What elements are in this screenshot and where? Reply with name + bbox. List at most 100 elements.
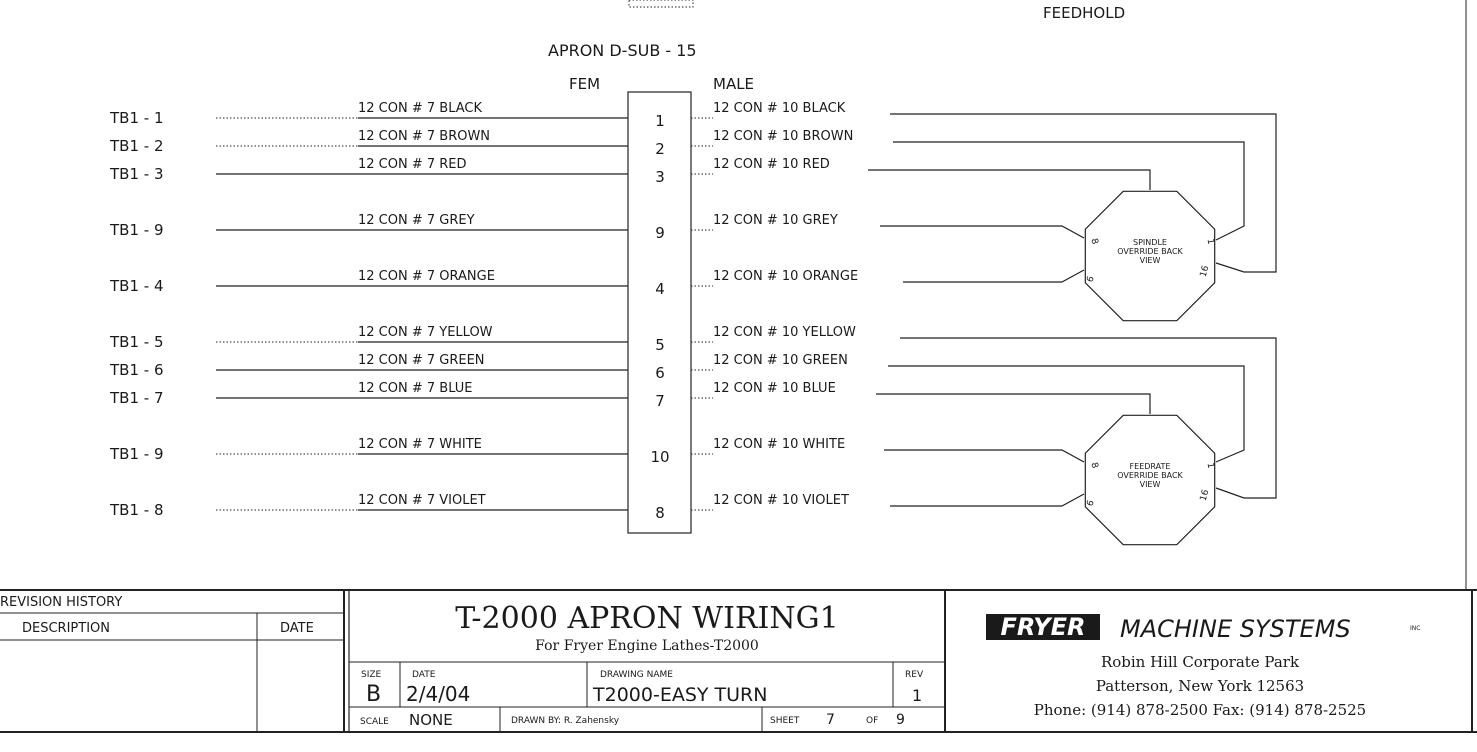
wire-left-label: 12 CON # 7 BLACK — [358, 101, 482, 116]
switch-pin: 1 — [1205, 238, 1216, 245]
wire-right-label: 12 CON # 10 GREY — [713, 213, 838, 228]
date-value: 2/4/04 — [406, 682, 470, 706]
wire-right-label: 12 CON # 10 BLUE — [713, 381, 836, 396]
wire-right-label: 12 CON # 10 BROWN — [713, 129, 853, 144]
company-address2: Patterson, New York 12563 — [1096, 677, 1304, 695]
switch-pin: 16 — [1199, 264, 1212, 278]
top-box — [628, 0, 694, 8]
switch-pin: 16 — [1199, 488, 1212, 502]
fryer-logo: FRYER — [986, 613, 1100, 641]
wire-right-label: 12 CON # 10 RED — [713, 157, 830, 172]
revision-history-title: REVISION HISTORY — [0, 595, 122, 610]
terminal-label: TB1 - 6 — [109, 361, 164, 379]
pin-number: 5 — [655, 336, 665, 354]
wire-left-label: 12 CON # 7 ORANGE — [358, 269, 495, 284]
feedhold-label: FEEDHOLD — [1043, 4, 1125, 22]
company-phone: Phone: (914) 878-2500 Fax: (914) 878-252… — [1034, 701, 1366, 719]
switch-pin: 8 — [1088, 461, 1099, 469]
sheet-value: 7 — [826, 712, 835, 728]
wire-row: TB1 - 1 12 CON # 7 BLACK 1 12 CON # 10 BLAC… — [109, 101, 846, 130]
fem-label: FEM — [569, 75, 600, 93]
wire-right-label: 12 CON # 10 WHITE — [713, 437, 845, 452]
switch-pin: 6 — [1085, 499, 1096, 508]
date-label: DATE — [412, 670, 436, 680]
switch-label: VIEW — [1140, 480, 1161, 489]
wire-left-label: 12 CON # 7 RED — [358, 157, 467, 172]
pin-number: 4 — [655, 280, 665, 298]
terminal-label: TB1 - 7 — [109, 389, 164, 407]
drawing-name-value: T2000-EASY TURN — [592, 684, 767, 706]
wire-left-label: 12 CON # 7 VIOLET — [358, 493, 486, 508]
wire-rows: TB1 - 1 12 CON # 7 BLACK 1 12 CON # 10 BLAC… — [109, 101, 858, 522]
switch-body — [1084, 190, 1216, 322]
pin-number: 2 — [655, 140, 665, 158]
company-name: MACHINE SYSTEMS — [1120, 615, 1351, 643]
terminal-label: TB1 - 1 — [109, 109, 164, 127]
date-header: DATE — [280, 621, 314, 636]
wire-row: TB1 - 9 12 CON # 7 GREY 9 12 CON # 10 GREY — [109, 213, 838, 242]
switch-label: OVERRIDE BACK — [1117, 471, 1183, 480]
wire-row: TB1 - 3 12 CON # 7 RED 3 12 CON # 10 RED — [109, 157, 830, 186]
wire-right-label: 12 CON # 10 YELLOW — [713, 325, 856, 340]
sheet-total: 9 — [896, 712, 905, 728]
terminal-label: TB1 - 3 — [109, 165, 164, 183]
company-address1: Robin Hill Corporate Park — [1101, 653, 1300, 671]
company-suffix: INC — [1410, 625, 1420, 632]
terminal-label: TB1 - 5 — [109, 333, 164, 351]
switch-label: OVERRIDE BACK — [1117, 247, 1183, 256]
switch-pin: 6 — [1085, 275, 1096, 284]
drawing-title: T-2000 APRON WIRING1 — [455, 601, 838, 636]
pin-number: 1 — [655, 112, 665, 130]
wire-right-label: 12 CON # 10 BLACK — [713, 101, 846, 116]
wire-left-label: 12 CON # 7 GREEN — [358, 353, 485, 368]
pin-number: 8 — [655, 504, 665, 522]
pin-number: 3 — [655, 168, 665, 186]
switch-label: FEEDRATE — [1130, 462, 1171, 471]
pin-number: 6 — [655, 364, 665, 382]
wire-left-label: 12 CON # 7 GREY — [358, 213, 475, 228]
wire-row: TB1 - 4 12 CON # 7 ORANGE 4 12 CON # 10 ORA… — [109, 269, 858, 298]
scale-label: SCALE — [360, 717, 389, 727]
wire-right-label: 12 CON # 10 ORANGE — [713, 269, 858, 284]
wire-right-label: 12 CON # 10 VIOLET — [713, 493, 849, 508]
terminal-label: TB1 - 9 — [109, 221, 164, 239]
terminal-label: TB1 - 4 — [109, 277, 164, 295]
wire-left-label: 12 CON # 7 WHITE — [358, 437, 482, 452]
wire-left-label: 12 CON # 7 BLUE — [358, 381, 473, 396]
drawing-subtitle: For Fryer Engine Lathes-T2000 — [535, 638, 759, 654]
size-value: B — [366, 682, 381, 707]
connector-title: APRON D-SUB - 15 — [548, 41, 697, 60]
switch-label: SPINDLE — [1133, 238, 1167, 247]
wire-left-label: 12 CON # 7 BROWN — [358, 129, 490, 144]
pin-number: 7 — [655, 392, 665, 410]
drawing-name-label: DRAWING NAME — [600, 670, 673, 680]
switch-routing — [868, 113, 1277, 507]
rev-value: 1 — [912, 686, 922, 705]
description-header: DESCRIPTION — [22, 621, 110, 636]
pin-number: 10 — [650, 448, 669, 466]
pin-number: 9 — [655, 224, 665, 242]
scale-value: NONE — [409, 711, 453, 729]
wire-row: TB1 - 6 12 CON # 7 GREEN 6 12 CON # 10 GREE… — [109, 353, 848, 382]
drawn-by: DRAWN BY: R. Zahensky — [511, 716, 620, 726]
wire-row: TB1 - 2 12 CON # 7 BROWN 2 12 CON # 10 BROW… — [109, 129, 853, 158]
switch-pin: 1 — [1205, 462, 1216, 469]
wire-right-label: 12 CON # 10 GREEN — [713, 353, 848, 368]
of-label: OF — [866, 716, 878, 726]
size-label: SIZE — [361, 670, 382, 680]
switch-body — [1084, 414, 1216, 546]
sheet-label: SHEET — [770, 716, 800, 726]
title-block-frame — [0, 589, 1477, 733]
wire-row: TB1 - 7 12 CON # 7 BLUE 7 12 CON # 10 BLUE — [109, 381, 836, 410]
switch-pin: 8 — [1088, 237, 1099, 245]
rev-label: REV — [905, 670, 924, 680]
switch-label: VIEW — [1140, 256, 1161, 265]
terminal-label: TB1 - 2 — [109, 137, 164, 155]
